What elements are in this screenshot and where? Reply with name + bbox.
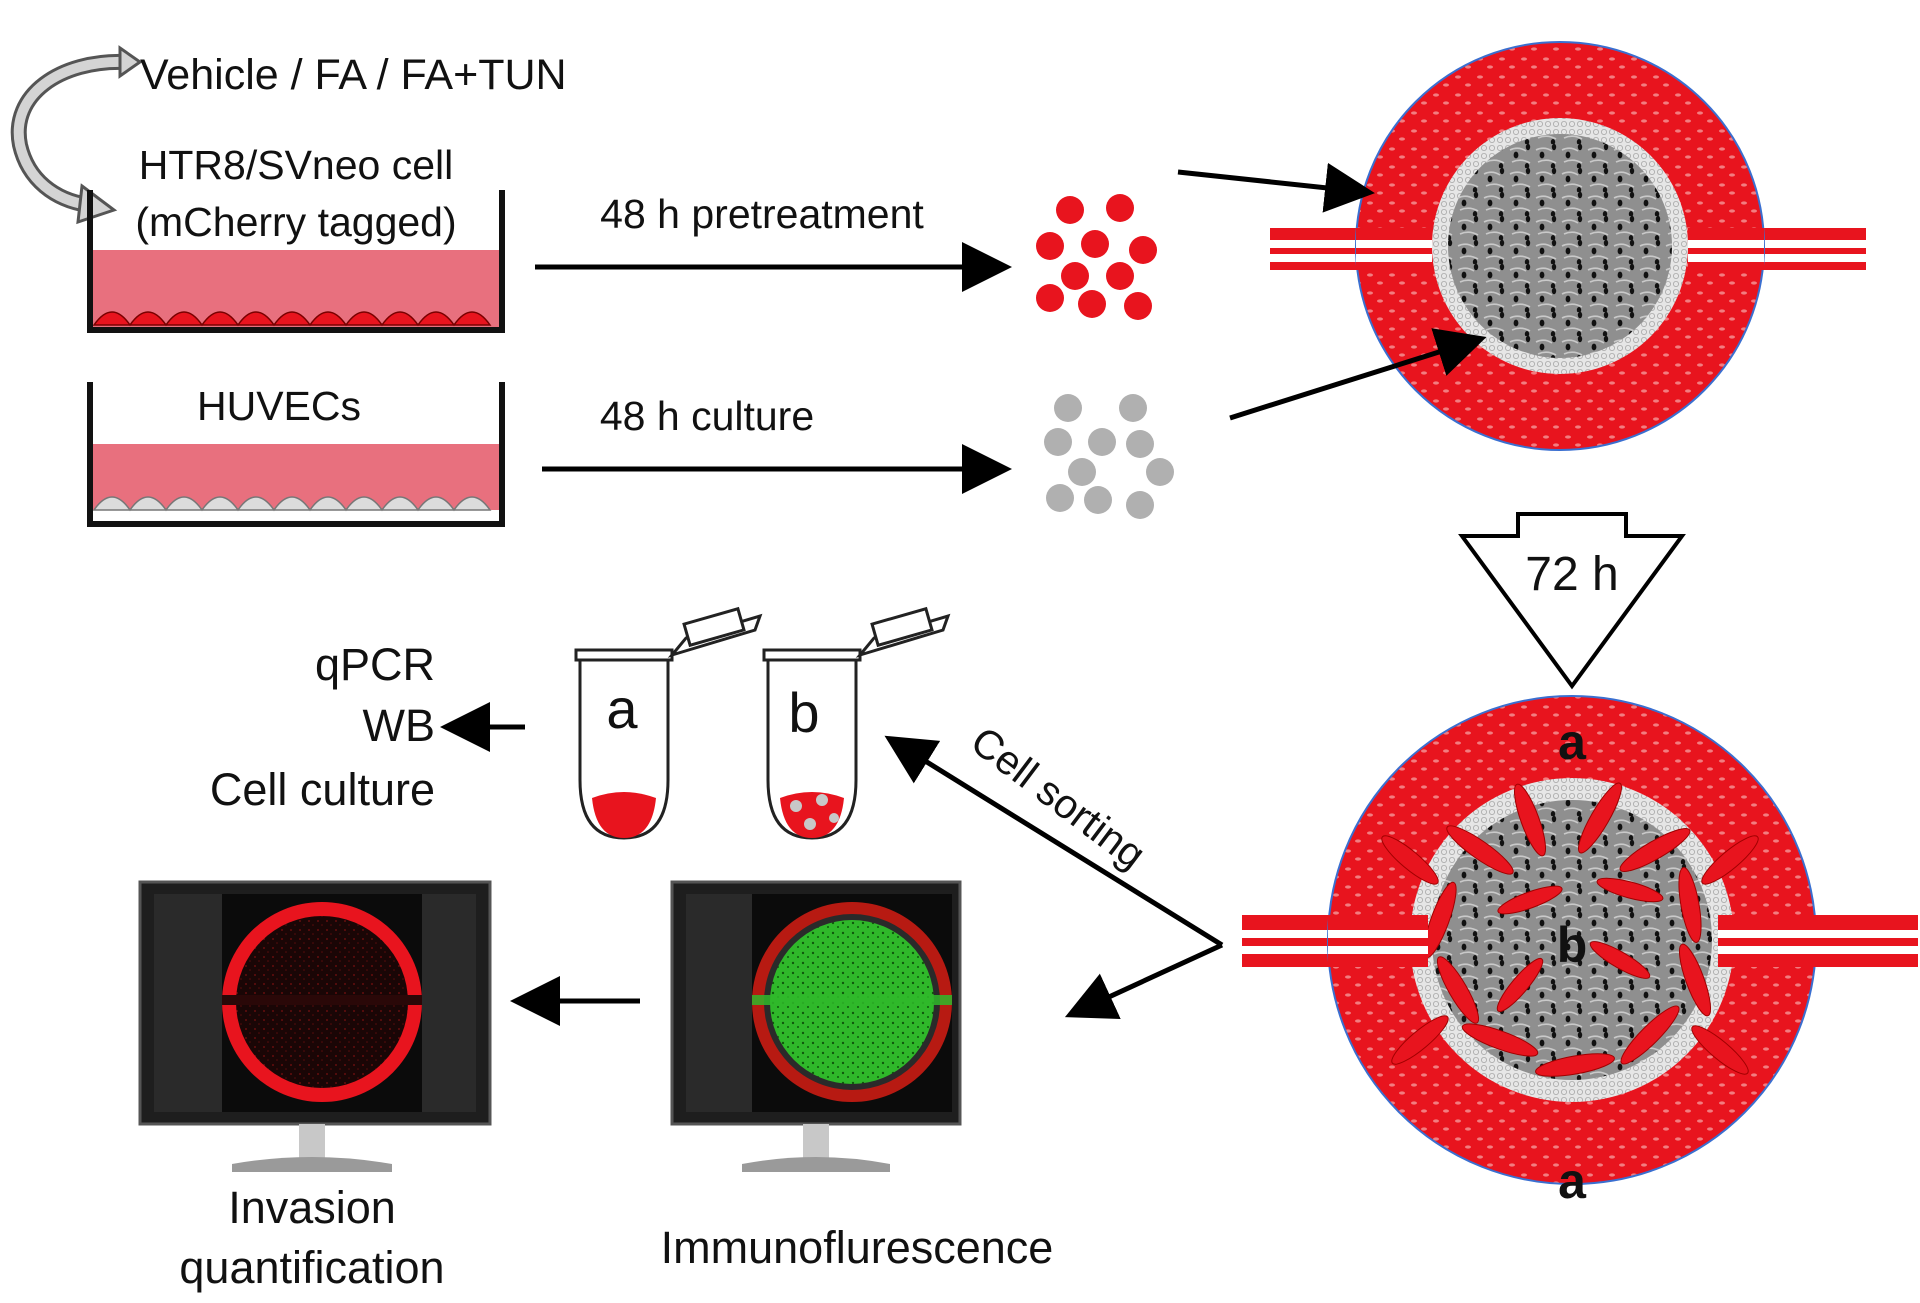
chip-after-invasion bbox=[1242, 695, 1918, 1185]
tube-b-label: b bbox=[788, 681, 819, 744]
mixed-cell-pellet bbox=[780, 792, 844, 838]
culture-label: 48 h culture bbox=[600, 393, 814, 439]
seed-trophoblast-arrow bbox=[1177, 162, 1375, 213]
tube-a-label: a bbox=[606, 677, 638, 740]
region-a-bottom-label: a bbox=[1558, 1153, 1587, 1209]
microcentrifuge-tube-icon bbox=[574, 606, 763, 840]
monitor-left-caption-line2: quantification bbox=[179, 1242, 444, 1293]
region-a-top-label: a bbox=[1558, 714, 1587, 770]
down-triangle-arrow-icon bbox=[1458, 512, 1686, 690]
htr8-label-line1: HTR8/SVneo cell bbox=[139, 142, 453, 188]
seed-huvec-arrow bbox=[1229, 328, 1487, 421]
cell-sorting-arrow bbox=[884, 735, 1224, 948]
imaging-arrow bbox=[1064, 942, 1224, 1020]
huvec-culture-dish bbox=[87, 382, 505, 527]
chip-before-invasion bbox=[1270, 41, 1866, 451]
treatments-label: Vehicle / FA / FA+TUN bbox=[140, 51, 567, 99]
htr8-label-line2: (mCherry tagged) bbox=[135, 199, 456, 245]
analysis-wb-label: WB bbox=[363, 700, 436, 751]
monitor-right-caption: Immunoflurescence bbox=[661, 1222, 1054, 1273]
computer-monitor-icon bbox=[670, 880, 962, 1172]
curved-gray-arrow-icon bbox=[10, 45, 143, 225]
computer-monitor-icon bbox=[138, 880, 492, 1172]
huvec-cell-suspension bbox=[1044, 394, 1174, 519]
microcentrifuge-tube-icon bbox=[762, 606, 951, 840]
analysis-cell-culture-label: Cell culture bbox=[210, 764, 435, 815]
htr8-culture-dish bbox=[87, 190, 505, 333]
analysis-qpcr-label: qPCR bbox=[315, 639, 435, 690]
monitor-left-caption-line1: Invasion bbox=[228, 1182, 396, 1233]
invading-trophoblasts bbox=[1381, 782, 1759, 1077]
htr8-cell-suspension bbox=[1036, 194, 1157, 320]
huvecs-label: HUVECs bbox=[197, 383, 361, 429]
cell-sorting-label: Cell sorting bbox=[963, 717, 1154, 877]
htr8-cell-layer bbox=[92, 311, 492, 327]
region-b-label: b bbox=[1557, 917, 1588, 973]
pretreatment-label: 48 h pretreatment bbox=[600, 191, 924, 237]
incubation-label: 72 h bbox=[1525, 548, 1618, 601]
